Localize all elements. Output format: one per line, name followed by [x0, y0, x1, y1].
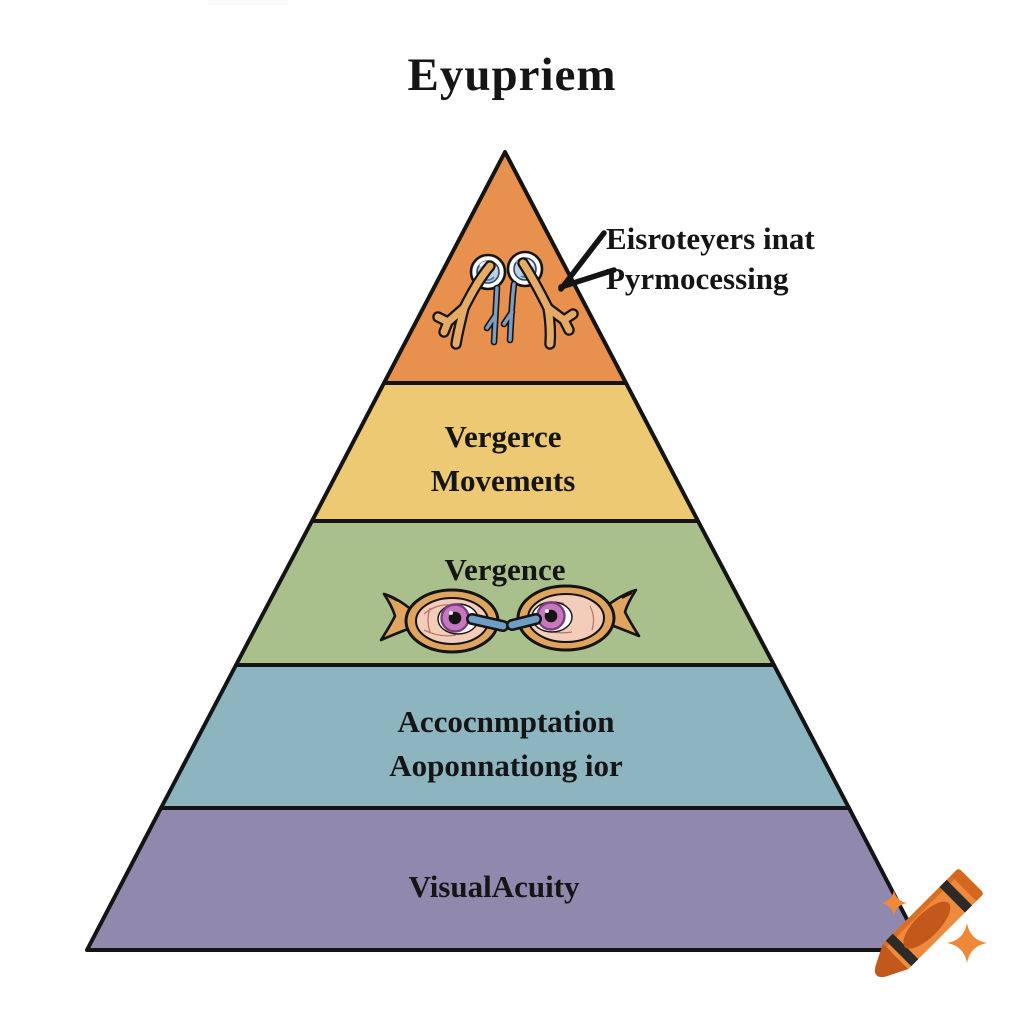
label-vergence: Vergence: [444, 552, 566, 587]
label-vergence-movements-line-2: Movemeıts: [430, 463, 576, 498]
annotation-line-1: Eisroteyers inat: [606, 221, 815, 256]
label-accommodation-line-1: Accocnmptation: [397, 704, 615, 739]
annotation-line-2: Pyrmocessing: [606, 261, 789, 296]
crayon-icon: [874, 869, 983, 978]
sparkle-small-icon: [881, 890, 907, 916]
pyramid-layer-vergence: [234, 519, 776, 667]
page-title: Eyupriem: [407, 49, 617, 101]
annotation-label: Eisroteyers inat Pyrmocessing: [606, 219, 815, 299]
label-accommodation-line-2: Aoponnationg ior: [389, 748, 623, 783]
eyes-superior-view-icon: [432, 250, 579, 350]
sparkle-icons: [881, 890, 987, 963]
sparkle-large-icon: [947, 923, 987, 963]
label-vergence-movements-line-1: Vergerce: [444, 419, 562, 454]
label-vergence-movements: Vergerce Movemeıts: [431, 415, 576, 503]
annotation-arrow: [558, 230, 617, 292]
label-visual-acuity: VisualAcuity: [408, 869, 580, 904]
top-edge-artifact: [208, 0, 288, 5]
vergence-eyes-icon: [379, 584, 641, 654]
label-accommodation: Accocnmptation Aoponnationg ior: [389, 700, 622, 788]
